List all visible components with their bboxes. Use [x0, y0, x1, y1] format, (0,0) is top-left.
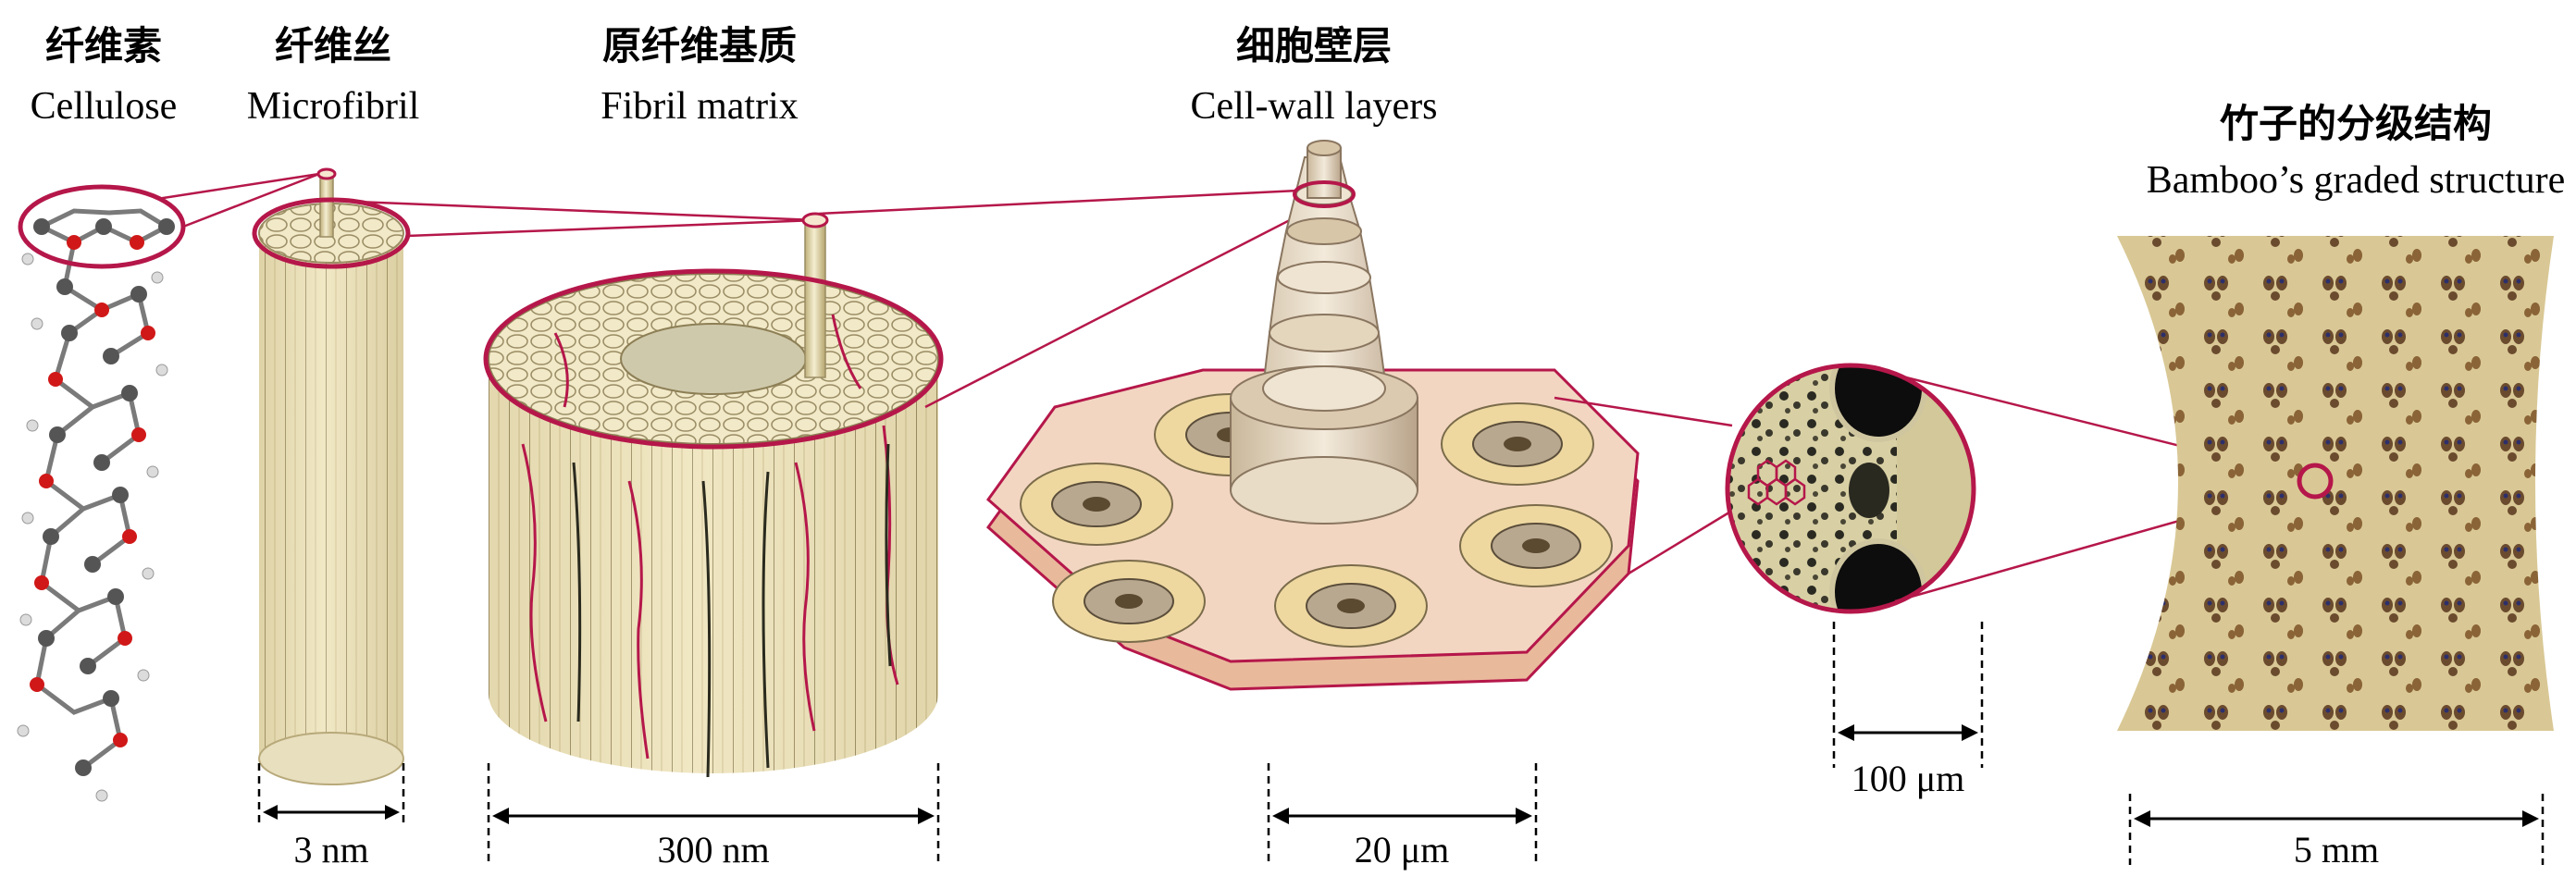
scale-bar-fibril-matrix — [487, 763, 940, 865]
scale-bar-cell-wall — [1267, 763, 1538, 865]
scale-bar-bamboo — [2128, 794, 2545, 865]
connector-matrix-to-wall-bottom — [924, 204, 1319, 409]
cell-wall-tower — [1230, 140, 1418, 525]
fibril-matrix-title-zh: 原纤维基质 — [602, 23, 797, 68]
cellulose-title-zh: 纤维素 — [45, 23, 162, 68]
cell-wall-title-zh: 细胞壁层 — [1236, 23, 1392, 68]
scale-label-microfibril: 3 nm — [293, 829, 368, 870]
cellulose-title-en: Cellulose — [31, 85, 178, 128]
scale-label-bamboo: 5 mm — [2294, 829, 2379, 870]
fibril-matrix-cylinder — [488, 212, 939, 778]
connector-cellulose-to-microfibril — [182, 172, 320, 228]
connector-microfibril-to-matrix-bottom — [406, 218, 817, 238]
connector-wall-to-sem-bottom — [1628, 509, 1733, 575]
connector-wall-to-sem-top — [1554, 396, 1733, 427]
scale-label-cell-wall: 20 μm — [1355, 829, 1450, 870]
connector-microfibril-to-matrix-top — [332, 199, 817, 222]
connector-cellulose-to-microfibril-2 — [156, 172, 320, 201]
bamboo-cross-section — [2117, 236, 2554, 731]
fibril-matrix-title-en: Fibril matrix — [601, 85, 799, 128]
microfibril-bundle — [258, 167, 404, 785]
cellulose-molecule — [17, 208, 175, 802]
microfibril-title-en: Microfibril — [247, 85, 420, 128]
bamboo-title-en: Bamboo’s graded structure — [2147, 159, 2566, 202]
bamboo-title-zh: 竹子的分级结构 — [2220, 101, 2492, 146]
cell-wall-plate — [985, 368, 1640, 691]
cell-wall-title-en: Cell-wall layers — [1190, 85, 1437, 128]
scale-bar-microfibril — [257, 763, 405, 828]
cell-section-micrograph — [1725, 363, 1976, 614]
scale-label-cell-section: 100 μm — [1852, 758, 1965, 799]
microfibril-highlight-ring — [252, 197, 411, 269]
matrix-highlight-ring — [483, 268, 944, 450]
scale-bar-cell-section — [1832, 622, 1984, 768]
connector-matrix-to-wall-top — [818, 188, 1319, 216]
scale-label-fibril-matrix: 300 nm — [657, 829, 769, 870]
cell-wall-top-highlight — [1293, 180, 1356, 208]
microfibril-title-zh: 纤维丝 — [275, 23, 391, 68]
